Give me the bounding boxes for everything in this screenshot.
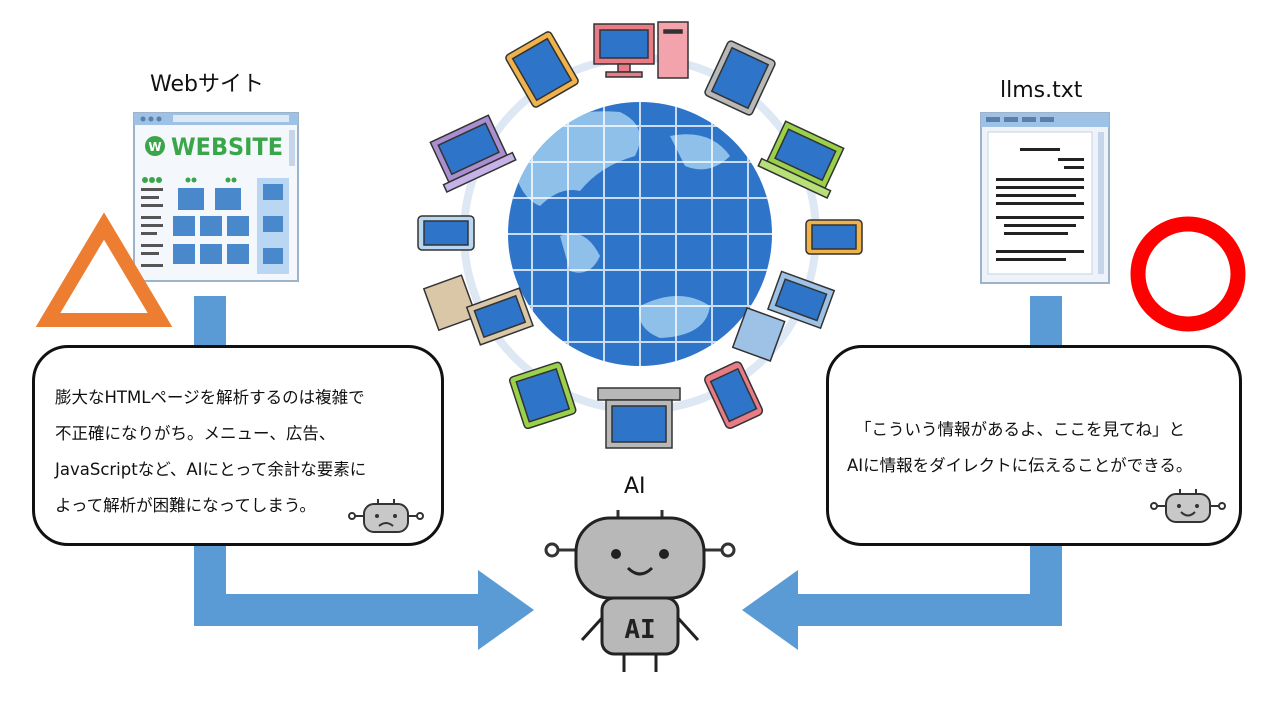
triangle-icon [36,212,172,327]
device-desktop-right [731,270,836,362]
device-desktop-left [422,274,534,346]
device-phone-right [805,219,863,255]
small-robot-happy-icon [1150,489,1226,523]
website-label: Webサイト [150,72,264,97]
document-thumbnail [980,112,1110,284]
robot-badge-text: AI [624,615,655,645]
device-tablet-upper-right [704,40,776,116]
left-arrow-shaft-horizontal [194,594,494,626]
right-arrow-shaft-horizontal [790,594,1062,626]
device-tablet-lower-left [509,361,577,430]
device-phone-lower-right [704,361,764,429]
right-arrow-head [742,570,798,650]
svg-text:W: W [148,140,161,154]
left-bubble-line-1: 膨大なHTMLページを解析するのは複雑で [55,388,365,407]
llms-txt-label: llms.txt [1000,78,1083,103]
device-monitor-top [593,21,689,79]
right-bubble-line-2: AIに情報をダイレクトに伝えることができる。 [847,456,1193,475]
left-bubble-line-4: よって解析が困難になってしまう。 [55,496,316,515]
right-bubble-line-1: 「こういう情報があるよ、ここを見てね」と [855,420,1185,439]
left-arrow-head [478,570,534,650]
small-robot-troubled-icon [348,499,424,533]
circle-icon [1130,216,1246,332]
device-phone-left [417,215,475,251]
ai-robot-icon: AI [544,510,736,672]
left-bubble-line-3: JavaScriptなど、AIにとって余計な要素に [55,460,367,479]
website-thumbnail: W WEBSITE [133,112,299,282]
website-thumbnail-title: WEBSITE [171,133,283,161]
device-tablet-upper-left [505,31,579,108]
device-laptop-left [429,114,517,193]
left-bubble-line-2: 不正確になりがち。メニュー、広告、 [55,424,336,443]
device-laptop-bottom [597,387,681,449]
ai-label: AI [624,474,646,499]
globe-network-illustration [417,21,863,449]
device-laptop-right [757,120,845,199]
